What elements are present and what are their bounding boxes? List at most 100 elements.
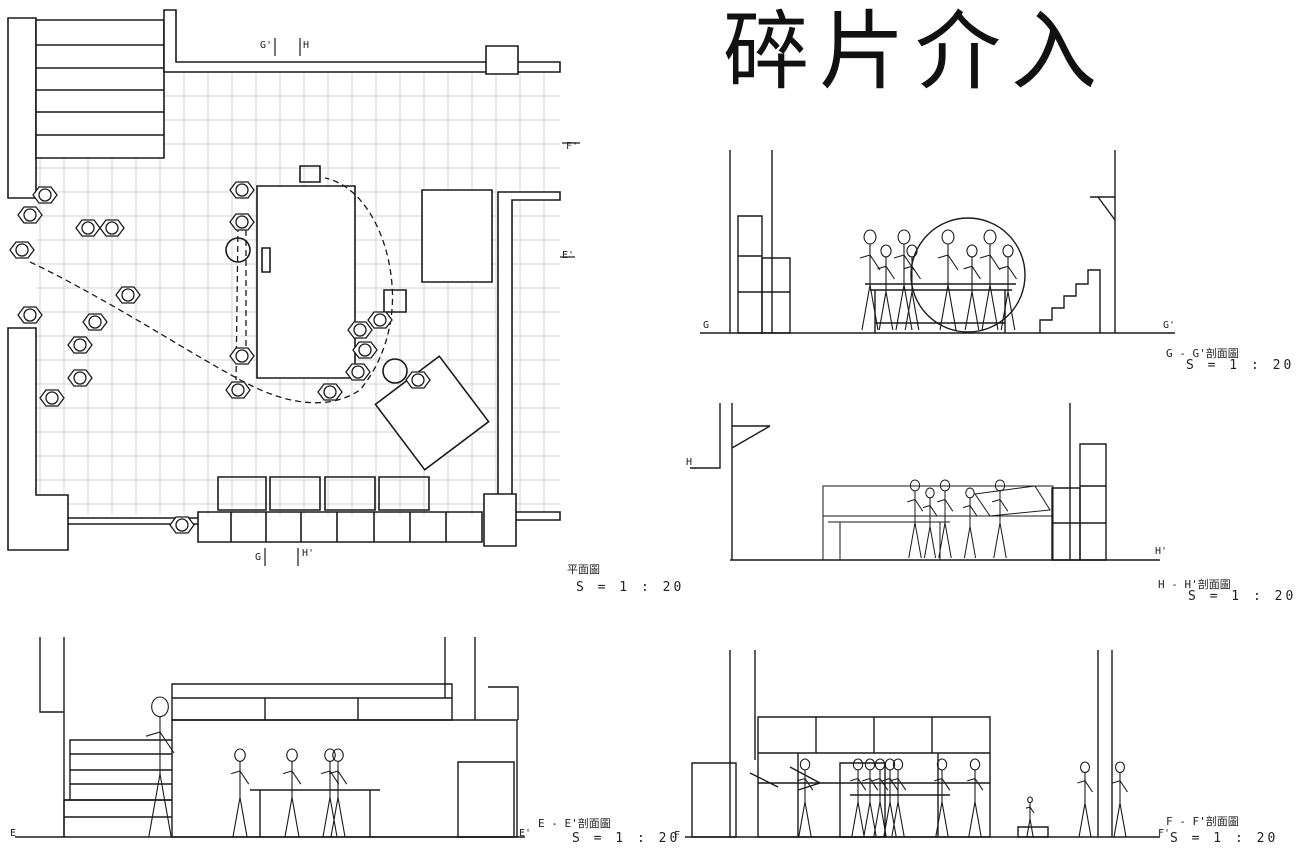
plan-person [170,517,194,533]
person-head [1116,762,1125,773]
person-body [992,491,1008,558]
hh-left-mark: H [686,457,693,468]
hh-scale: S = 1 : 20 [1188,589,1296,604]
section-person [890,759,906,837]
person-body [321,761,339,837]
plan-label: 平面圖 [567,563,600,576]
hh-label: H - H'剖面圖 [1158,578,1231,591]
plan-cabinets [198,477,482,542]
plan-person [346,364,370,380]
plan-small-box [300,166,320,182]
plan-person [368,312,392,328]
section-person [231,749,249,837]
person-head [984,230,996,244]
plan-person-head [74,372,86,384]
plan-mark-g-bottom: G [255,552,262,563]
person-head [898,230,910,244]
person-body [980,244,1000,330]
plan-person-head [352,366,364,378]
person-head [885,759,894,770]
person-head [967,245,977,257]
plan-person [100,220,124,236]
section-person [904,245,921,330]
person-body [231,761,249,837]
left-wall-upper [8,18,36,198]
person-body [283,761,301,837]
top-column [486,46,518,74]
plan-scale: S = 1 : 20 [576,580,685,595]
person-body [872,770,888,837]
plan-person [18,207,42,223]
plan-person-head [374,314,386,326]
section-person [894,230,914,330]
sheet-title: 碎片介入 [723,2,1107,102]
gg-scale: S = 1 : 20 [1186,358,1295,373]
plan-person [116,287,140,303]
plan-person [226,382,250,398]
person-head [333,749,343,761]
plan-person-head [176,519,188,531]
ff-scale: S = 1 : 20 [1170,831,1279,846]
person-body [967,770,983,837]
person-body [862,770,878,837]
plan-person-head [236,216,248,228]
person-body [894,244,914,330]
section-person [1026,797,1034,837]
plan-person [353,342,377,358]
person-body [860,244,880,330]
person-body [937,491,953,558]
plan-person [33,187,57,203]
person-head [853,759,862,770]
bottom-column [484,494,516,546]
section-ee [0,632,560,847]
person-body [938,244,958,330]
plan-person-head [324,386,336,398]
plan-person-head [16,244,28,256]
plan-person [348,322,372,338]
plan-person-head [236,350,248,362]
section-person [980,230,1000,330]
person-body [1026,803,1034,837]
person-body [882,770,898,837]
section-ff [680,645,1160,845]
plan-main-table [257,186,355,378]
section-person [1078,762,1093,837]
section-person [882,759,898,837]
plan-person-head [39,189,51,201]
plan-person-head [24,209,36,221]
section-person [862,759,878,837]
person-head [910,480,919,491]
person-body [329,761,347,837]
plan-person-head [106,222,118,234]
person-head [893,759,902,770]
person-head [995,480,1004,491]
ff-right-mark: F' [1158,828,1171,839]
person-head [926,488,934,498]
plan-person-head [412,374,424,386]
person-body [904,257,921,330]
section-person [963,488,977,558]
section-person [992,480,1008,558]
person-head [970,759,979,770]
plan-person [230,348,254,364]
person-head [864,230,876,244]
person-head [881,245,891,257]
plan-person-head [232,384,244,396]
plan-person [68,337,92,353]
section-person [797,759,813,837]
person-body [907,491,923,558]
ee-left-mark: E [10,828,17,839]
section-person [146,697,174,837]
section-person [283,749,301,837]
person-head [1003,245,1013,257]
top-wall [164,10,560,72]
gg-label: G - G'剖面圖 [1166,347,1239,360]
person-body [934,770,950,837]
person-head [937,759,946,770]
ff-label: F - F'剖面圖 [1166,815,1239,828]
plan-person-head [236,184,248,196]
person-body [923,498,937,558]
section-person [1000,245,1017,330]
person-head [940,480,949,491]
plan-right-panel [422,190,492,282]
